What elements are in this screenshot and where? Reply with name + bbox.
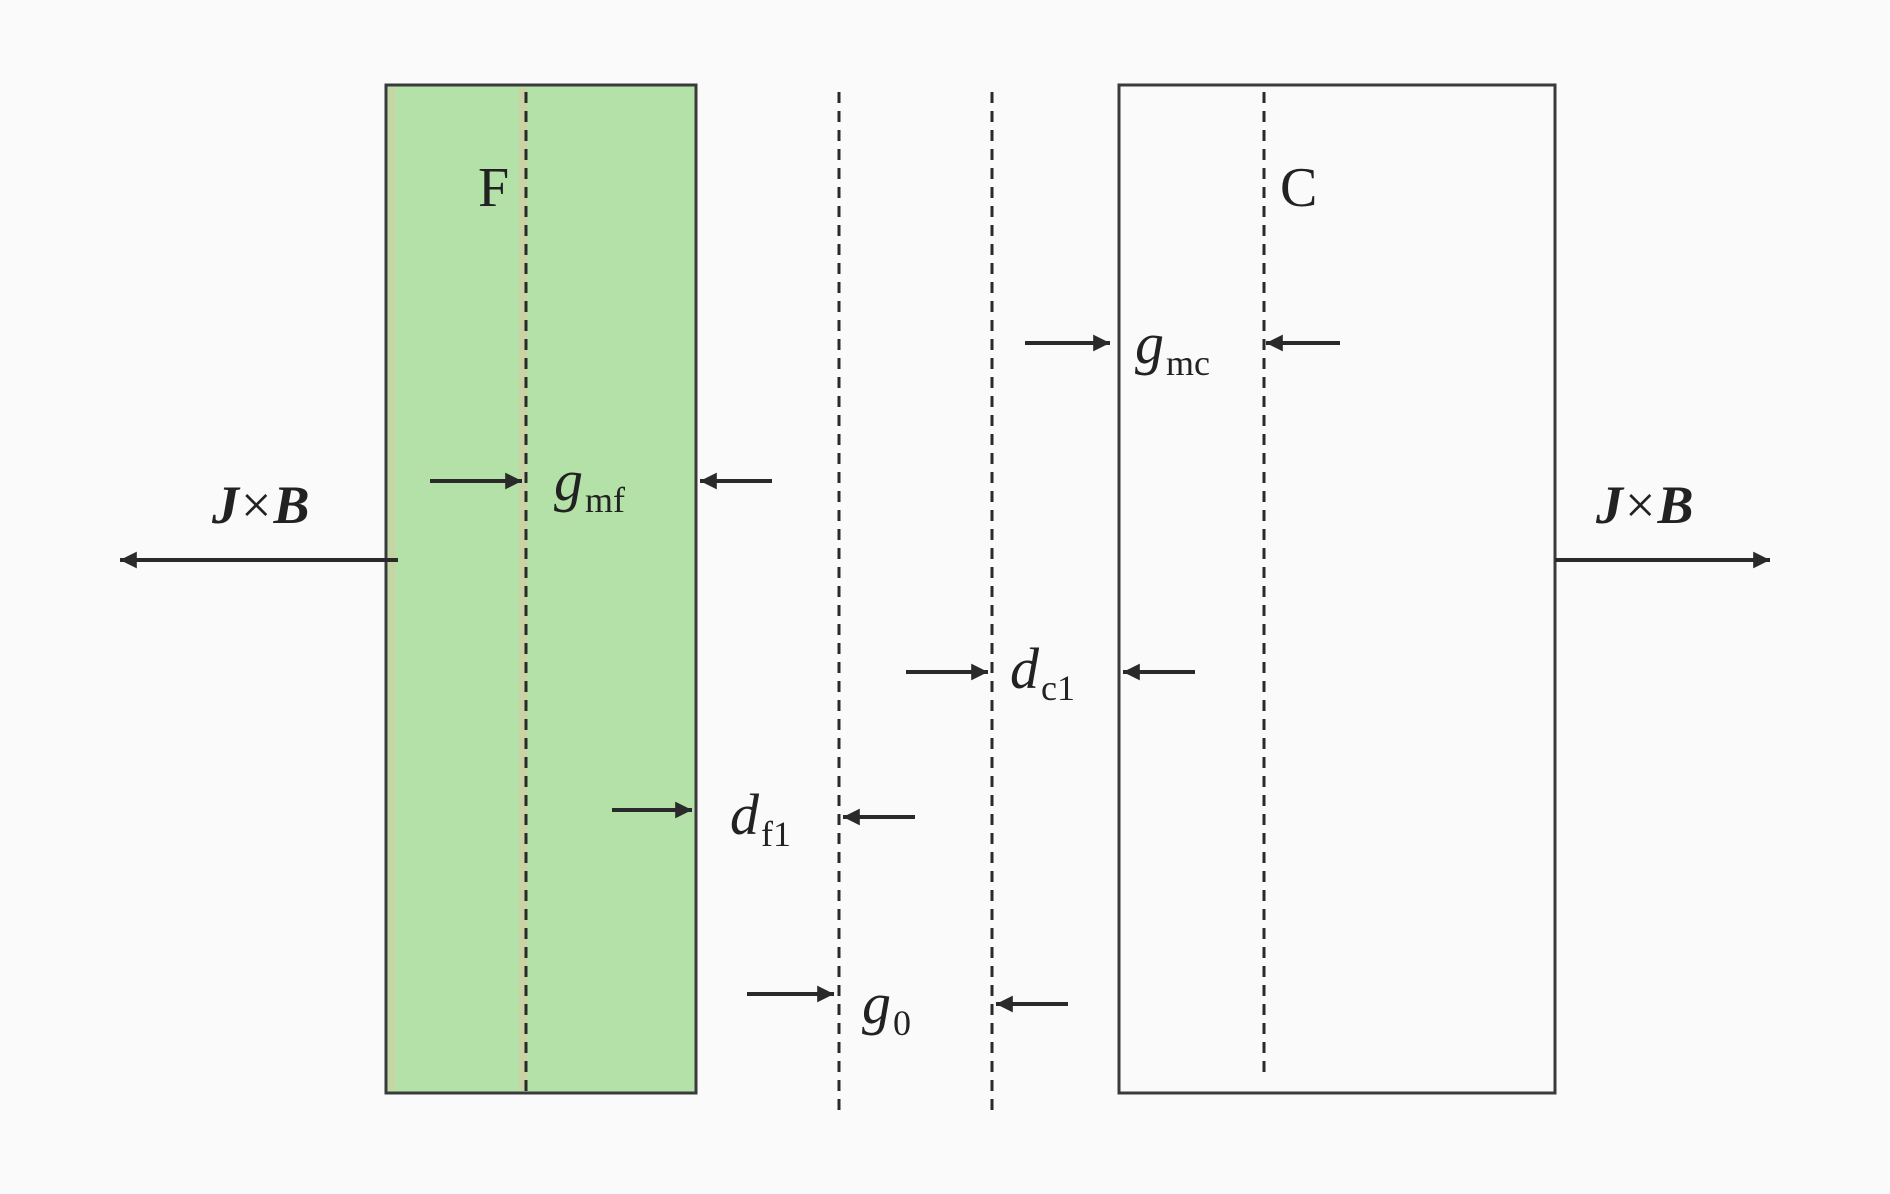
- label-df1-symbol: d: [730, 782, 759, 847]
- label-gmf-symbol: g: [554, 448, 583, 513]
- label-gmf-subscript: mf: [585, 480, 625, 520]
- block-c-label: C: [1280, 157, 1318, 219]
- label-df1: df1: [730, 786, 791, 853]
- label-dc1-subscript: c1: [1041, 668, 1075, 708]
- label-force-right-b: B: [1657, 475, 1694, 535]
- label-gmc: gmc: [1135, 315, 1210, 382]
- block-f-label: F: [478, 157, 510, 219]
- label-dc1-symbol: d: [1010, 636, 1039, 701]
- label-force-right-times: ×: [1625, 475, 1656, 535]
- label-force-left: J×B: [212, 478, 310, 532]
- label-gmf: gmf: [554, 452, 625, 519]
- label-gmc-symbol: g: [1135, 311, 1164, 376]
- label-force-left-b: B: [273, 475, 310, 535]
- label-force-left-j: J: [212, 475, 239, 535]
- label-dc1: dc1: [1010, 640, 1075, 707]
- block-f-center-band-trim: [389, 88, 523, 1090]
- label-g0: g0: [862, 975, 911, 1042]
- label-force-right-j: J: [1596, 475, 1623, 535]
- label-g0-symbol: g: [862, 971, 891, 1036]
- label-force-left-times: ×: [241, 475, 272, 535]
- label-force-right: J×B: [1596, 478, 1694, 532]
- label-gmc-subscript: mc: [1166, 343, 1210, 383]
- label-df1-subscript: f1: [761, 814, 791, 854]
- block-c: [1117, 83, 1557, 1095]
- label-g0-subscript: 0: [893, 1003, 911, 1043]
